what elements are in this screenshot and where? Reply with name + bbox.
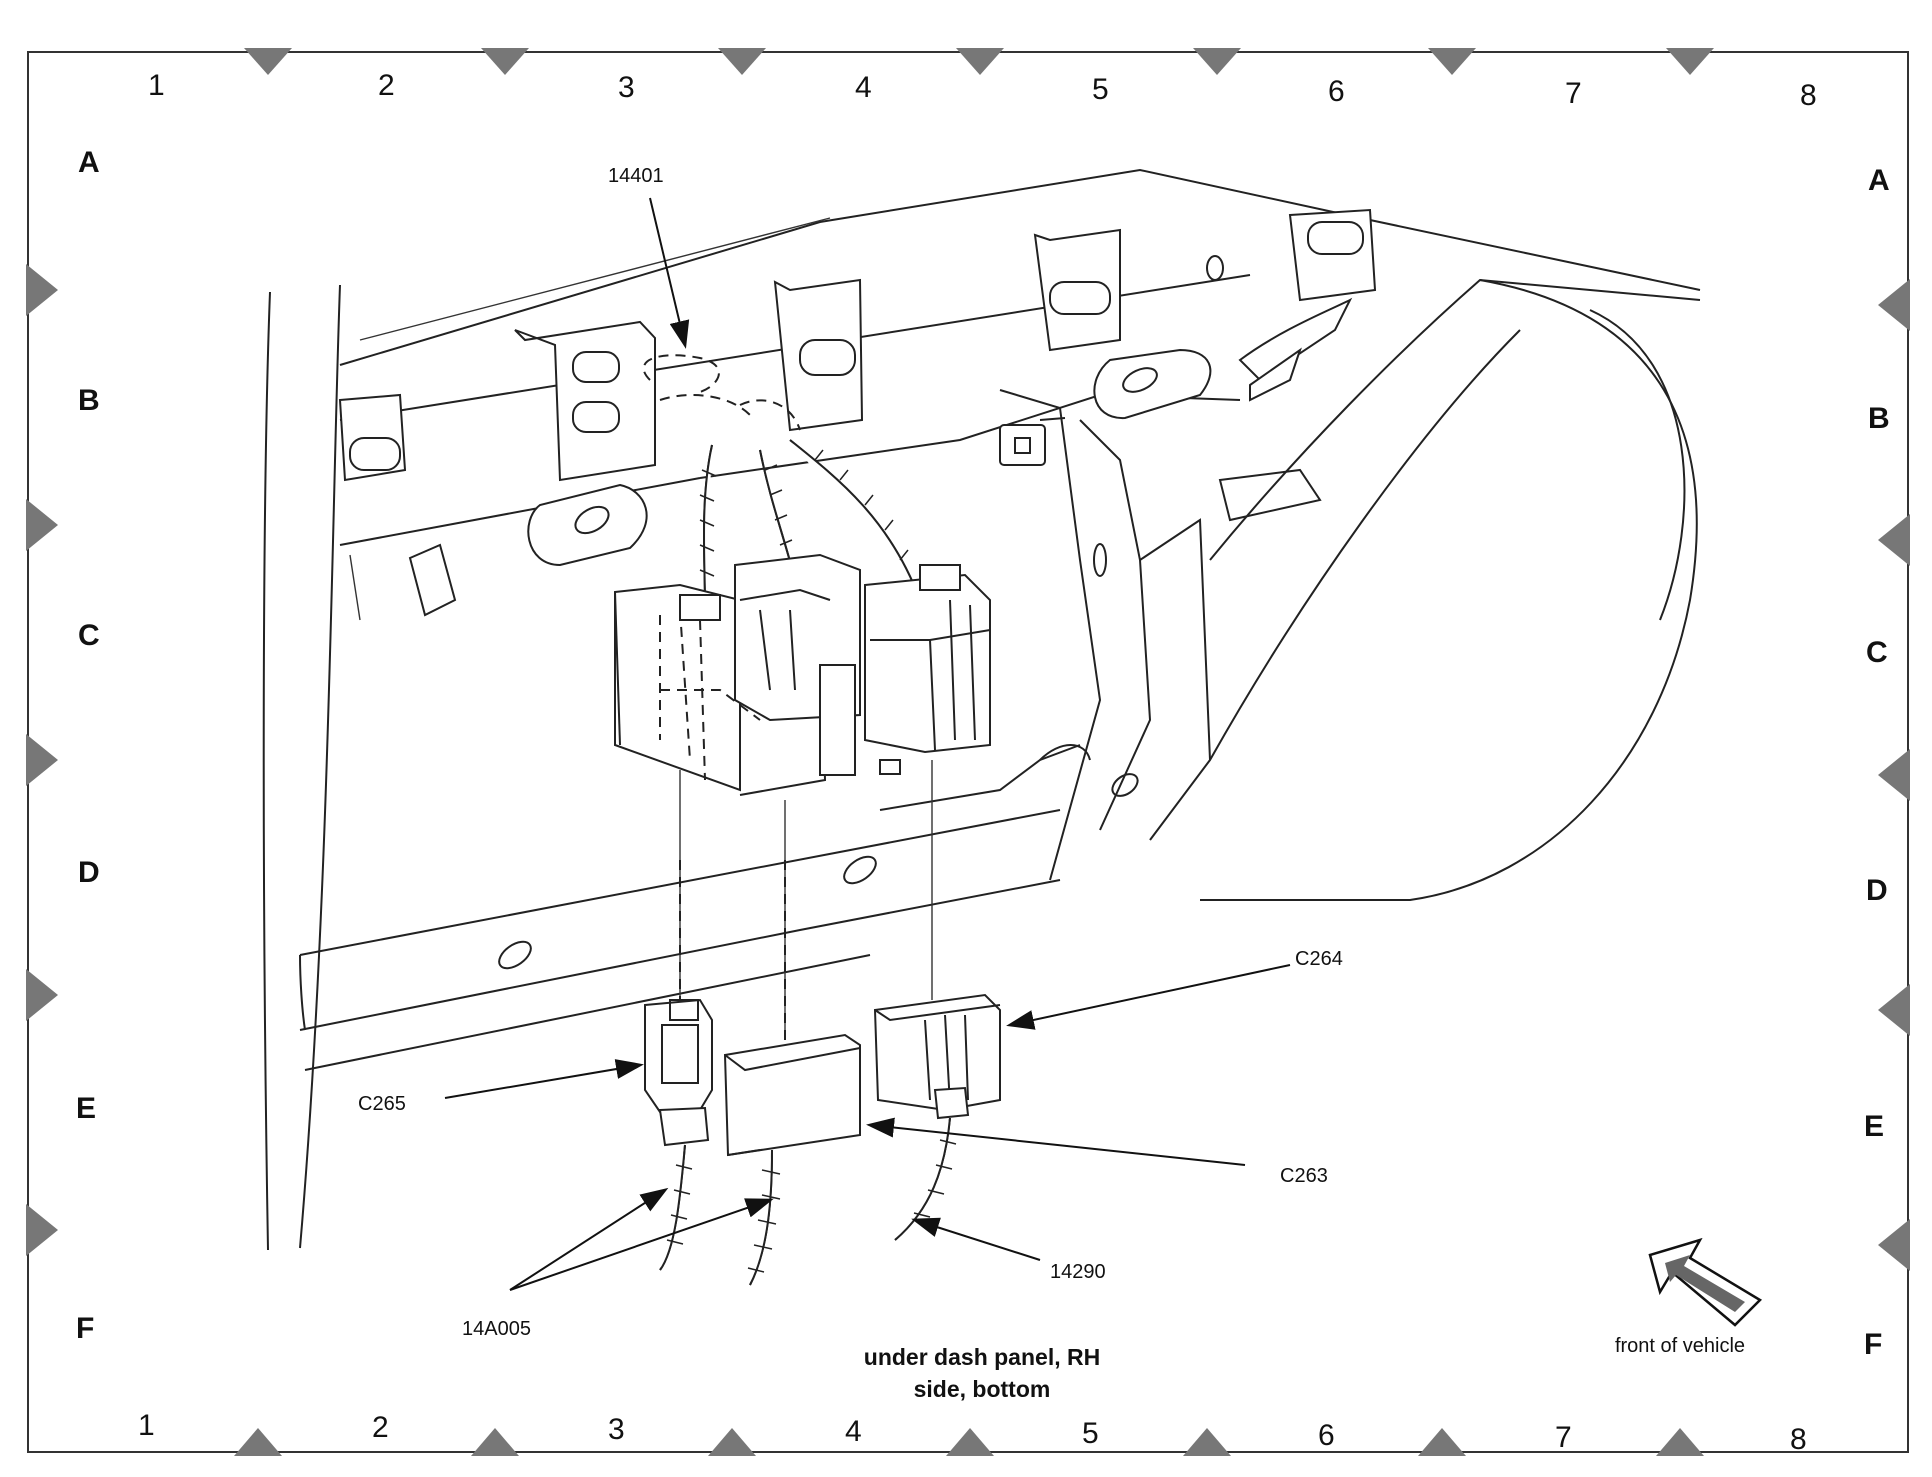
col-label-4-bottom: 4	[845, 1415, 862, 1448]
row-label-b-right: B	[1868, 402, 1890, 435]
col-label-3-bottom: 3	[608, 1413, 625, 1446]
row-labels-left: A B C D E F	[76, 146, 100, 1345]
front-of-vehicle-arrow-icon	[1648, 1237, 1763, 1327]
border-markers	[26, 48, 1910, 1456]
connector-c265-body	[644, 998, 713, 1271]
caption-line-2: side, bottom	[914, 1376, 1051, 1402]
border-frame	[27, 51, 1909, 1453]
connector-c263-body	[723, 1033, 861, 1286]
column-labels-top: 1 2 3 4 5 6 7 8	[148, 69, 1817, 112]
row-labels-right: A B C D E F	[1864, 164, 1890, 1361]
border-marker-right-1	[1878, 279, 1910, 331]
row-label-d-left: D	[78, 856, 100, 889]
callout-14401: 14401	[608, 165, 664, 187]
caption-line-1: under dash panel, RH	[864, 1344, 1100, 1370]
border-marker-left-4	[26, 969, 58, 1021]
row-label-e-right: E	[1864, 1110, 1884, 1143]
harness-14401	[642, 354, 921, 606]
border-marker-left-2	[26, 499, 58, 551]
border-marker-top-5	[1193, 48, 1241, 75]
border-marker-bottom-2	[471, 1428, 519, 1456]
row-label-f-left: F	[76, 1312, 94, 1345]
border-marker-right-2	[1878, 514, 1910, 566]
column-labels-bottom: 1 2 3 4 5 6 7 8	[138, 1409, 1807, 1456]
border-marker-right-4	[1878, 984, 1910, 1036]
border-marker-right-3	[1878, 749, 1910, 801]
border-marker-right-5	[1878, 1219, 1910, 1271]
border-marker-top-4	[956, 48, 1004, 75]
row-label-c-right: C	[1866, 636, 1888, 669]
leader-lines	[444, 197, 1291, 1291]
col-label-1-bottom: 1	[138, 1409, 155, 1442]
row-label-f-right: F	[1864, 1328, 1882, 1361]
callout-c263: C263	[1280, 1165, 1328, 1187]
connector-c264-body	[873, 993, 1001, 1241]
border-marker-bottom-3	[708, 1428, 756, 1456]
border-marker-left-5	[26, 1204, 58, 1256]
border-marker-top-6	[1428, 48, 1476, 75]
border-marker-bottom-4	[946, 1428, 994, 1456]
col-label-1-top: 1	[148, 69, 165, 102]
col-label-8-top: 8	[1800, 79, 1817, 112]
col-label-4-top: 4	[855, 71, 872, 104]
callout-14a005: 14A005	[462, 1318, 531, 1340]
mounted-connector-block	[614, 553, 991, 796]
row-label-d-right: D	[1866, 874, 1888, 907]
row-label-c-left: C	[78, 619, 100, 652]
col-label-7-top: 7	[1565, 77, 1582, 110]
border-marker-left-1	[26, 264, 58, 316]
border-marker-top-2	[481, 48, 529, 75]
front-of-vehicle-label: front of vehicle	[1615, 1335, 1745, 1357]
col-label-6-top: 6	[1328, 75, 1345, 108]
border-marker-top-3	[718, 48, 766, 75]
callout-c264: C264	[1295, 948, 1343, 970]
border-marker-bottom-1	[234, 1428, 282, 1456]
col-label-5-bottom: 5	[1082, 1417, 1099, 1450]
border-marker-top-1	[244, 48, 292, 75]
border-marker-left-3	[26, 734, 58, 786]
col-label-8-bottom: 8	[1790, 1423, 1807, 1456]
callout-14290: 14290	[1050, 1261, 1106, 1283]
row-label-a-right: A	[1868, 164, 1890, 197]
dash-panel-structure	[262, 168, 1701, 1251]
engagement-lines	[679, 760, 933, 1040]
row-label-a-left: A	[78, 146, 100, 179]
border-marker-bottom-5	[1183, 1428, 1231, 1456]
border-marker-top-7	[1666, 48, 1714, 75]
row-label-b-left: B	[78, 384, 100, 417]
col-label-3-top: 3	[618, 71, 635, 104]
col-label-7-bottom: 7	[1555, 1421, 1572, 1454]
col-label-2-bottom: 2	[372, 1411, 389, 1444]
row-label-e-left: E	[76, 1092, 96, 1125]
col-label-2-top: 2	[378, 69, 395, 102]
border-marker-bottom-6	[1418, 1428, 1466, 1456]
callout-c265: C265	[358, 1093, 406, 1115]
col-label-5-top: 5	[1092, 73, 1109, 106]
col-label-6-bottom: 6	[1318, 1419, 1335, 1452]
border-marker-bottom-7	[1656, 1428, 1704, 1456]
